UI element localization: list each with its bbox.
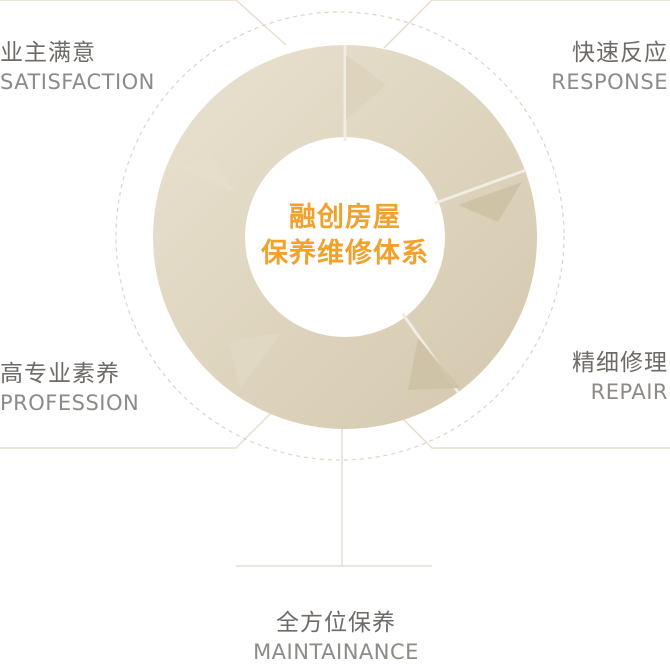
node-profession-en: PROFESSION [0, 391, 140, 415]
node-response: 快速反应 RESPONSE [551, 42, 668, 93]
node-profession: 高专业素养 PROFESSION [0, 363, 139, 414]
center-circle [249, 141, 441, 333]
center-title-line1: 融创房屋 [289, 202, 401, 233]
connector-line-repair [397, 413, 670, 449]
connector-line-response [383, 0, 670, 49]
ring-arrow-left-icon [176, 156, 234, 192]
ring-arrow-bottom-icon [228, 332, 282, 388]
node-response-zh: 快速反应 [572, 40, 668, 66]
node-repair-en: REPAIR [590, 380, 668, 404]
center-title: 融创房屋 保养维修体系 [240, 200, 450, 272]
connector-line-satisfaction [0, 0, 287, 46]
node-satisfaction: 业主满意 SATISFACTION [0, 42, 155, 93]
connector-line-profession [0, 411, 273, 449]
ring-arrow-top-icon [346, 55, 386, 120]
node-satisfaction-en: SATISFACTION [0, 70, 155, 94]
node-repair: 精细修理 REPAIR [572, 352, 668, 403]
ring-arrow-bottom-right-icon [408, 338, 460, 390]
node-satisfaction-zh: 业主满意 [0, 40, 96, 66]
node-profession-zh: 高专业素养 [0, 361, 120, 387]
outer-dashed-circle [115, 11, 565, 461]
ring-arrow-right-icon [458, 182, 522, 222]
center-title-line2: 保养维修体系 [261, 238, 429, 269]
node-response-en: RESPONSE [551, 70, 668, 94]
node-maintainance: 全方位保养 MAINTAINANCE [236, 612, 436, 663]
node-maintainance-zh: 全方位保养 [276, 610, 396, 636]
node-repair-zh: 精细修理 [572, 350, 668, 376]
node-maintainance-en: MAINTAINANCE [253, 640, 419, 664]
ring-divider-right [429, 168, 527, 207]
